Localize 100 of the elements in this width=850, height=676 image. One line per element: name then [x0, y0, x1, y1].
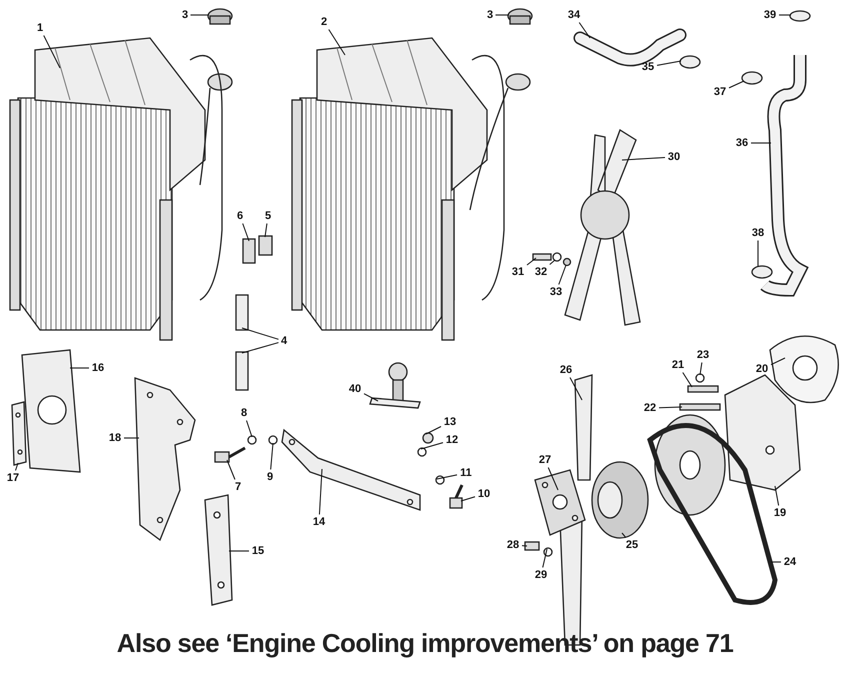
callout-number: 5	[264, 210, 272, 222]
bolt-drawing	[449, 484, 464, 509]
leader-line	[364, 393, 378, 402]
fan-drawing	[564, 129, 641, 326]
callout-number: 4	[280, 334, 288, 348]
callout-number: 16	[90, 362, 106, 374]
leader-line	[242, 342, 279, 354]
callout-number: 27	[537, 454, 553, 466]
callout-number: 17	[5, 472, 21, 484]
callout-number: 9	[266, 470, 274, 484]
leader-line	[270, 442, 274, 470]
callout-number: 14	[311, 516, 327, 528]
leader-line	[774, 486, 780, 506]
callout-number: 18	[107, 432, 123, 444]
callout-number: 7	[234, 480, 242, 494]
callout-number: 39	[762, 8, 778, 22]
shield-drawing	[134, 377, 196, 542]
bracket-drawing	[242, 238, 256, 264]
callout-number: 23	[695, 348, 711, 362]
bolt-drawing	[524, 541, 540, 551]
callout-number: 33	[548, 286, 564, 298]
leader-line	[526, 258, 536, 266]
leader-line	[522, 545, 528, 546]
callout-number: 15	[250, 544, 266, 558]
callout-number: 26	[558, 364, 574, 376]
leader-line	[750, 142, 772, 144]
callout-number: 12	[444, 434, 460, 446]
leader-line	[778, 14, 792, 16]
filler-cap-drawing	[207, 8, 233, 25]
leader-line	[622, 157, 666, 160]
leader-line	[495, 14, 510, 16]
leader-line	[318, 468, 322, 515]
callout-number: 28	[505, 538, 521, 552]
leader-line	[656, 60, 682, 66]
leader-line	[426, 426, 442, 434]
callout-number: 3	[486, 8, 494, 22]
leader-line	[542, 548, 548, 568]
callout-number: 20	[754, 362, 770, 376]
tube-drawing	[235, 294, 249, 331]
leader-line	[700, 362, 702, 376]
spacer-drawing	[534, 469, 586, 536]
shield-drawing	[11, 401, 27, 466]
leader-line	[420, 442, 444, 450]
radiator-drawing	[9, 37, 223, 341]
leader-line	[242, 223, 250, 242]
callout-number: 3	[180, 8, 190, 22]
hose-clip-drawing	[679, 55, 701, 69]
leader-line	[728, 80, 744, 88]
leader-line	[658, 406, 682, 408]
callout-number: 38	[750, 226, 766, 240]
bolt-drawing	[687, 385, 719, 393]
callout-number: 6	[236, 210, 244, 222]
callout-number: 21	[670, 358, 686, 372]
callout-number: 37	[712, 86, 728, 98]
hose-clip-drawing	[751, 265, 773, 279]
callout-number: 11	[458, 466, 474, 480]
callout-number: 10	[476, 488, 492, 500]
leader-line	[226, 460, 236, 480]
hose-clip-drawing	[789, 10, 811, 22]
leader-line	[460, 496, 476, 502]
bracket-drawing	[258, 235, 273, 256]
leader-line	[682, 372, 692, 388]
washer-drawing	[543, 547, 553, 557]
nut-drawing	[422, 432, 434, 444]
callout-number: 32	[533, 266, 549, 278]
bolt-drawing	[532, 253, 552, 261]
hose-clip-drawing	[741, 71, 763, 85]
filler-cap-drawing	[507, 8, 533, 25]
callout-number: 31	[510, 266, 526, 278]
nut-drawing	[695, 373, 705, 383]
callout-number: 2	[320, 16, 328, 28]
callout-number: 22	[642, 402, 658, 414]
callout-number: 13	[442, 416, 458, 428]
caption: Also see ‘Engine Cooling improvements’ on page 71	[116, 628, 734, 659]
callout-number: 34	[566, 8, 582, 22]
leader-line	[570, 377, 582, 400]
callout-number: 36	[734, 136, 750, 150]
water-pump-drawing	[724, 374, 801, 491]
leader-line	[43, 35, 60, 68]
stay-drawing	[204, 494, 233, 606]
callout-number: 40	[347, 382, 363, 396]
callout-number: 19	[772, 506, 788, 520]
callout-number: 8	[240, 406, 248, 420]
callout-number: 29	[533, 568, 549, 582]
leader-line	[246, 420, 252, 438]
callout-number: 25	[624, 538, 640, 552]
washer-drawing	[247, 435, 257, 445]
washer-drawing	[417, 447, 427, 457]
leader-line	[558, 264, 566, 285]
leader-line	[264, 223, 268, 238]
gasket-drawing	[769, 336, 839, 404]
washer-drawing	[562, 258, 572, 266]
washer-drawing	[552, 252, 562, 262]
leader-line	[436, 474, 458, 480]
radiator-drawing	[291, 37, 509, 341]
leader-line	[328, 29, 346, 56]
callout-number: 30	[666, 150, 682, 164]
washer-drawing	[268, 435, 278, 445]
sensor-drawing	[369, 362, 421, 409]
leader-line	[622, 532, 626, 538]
